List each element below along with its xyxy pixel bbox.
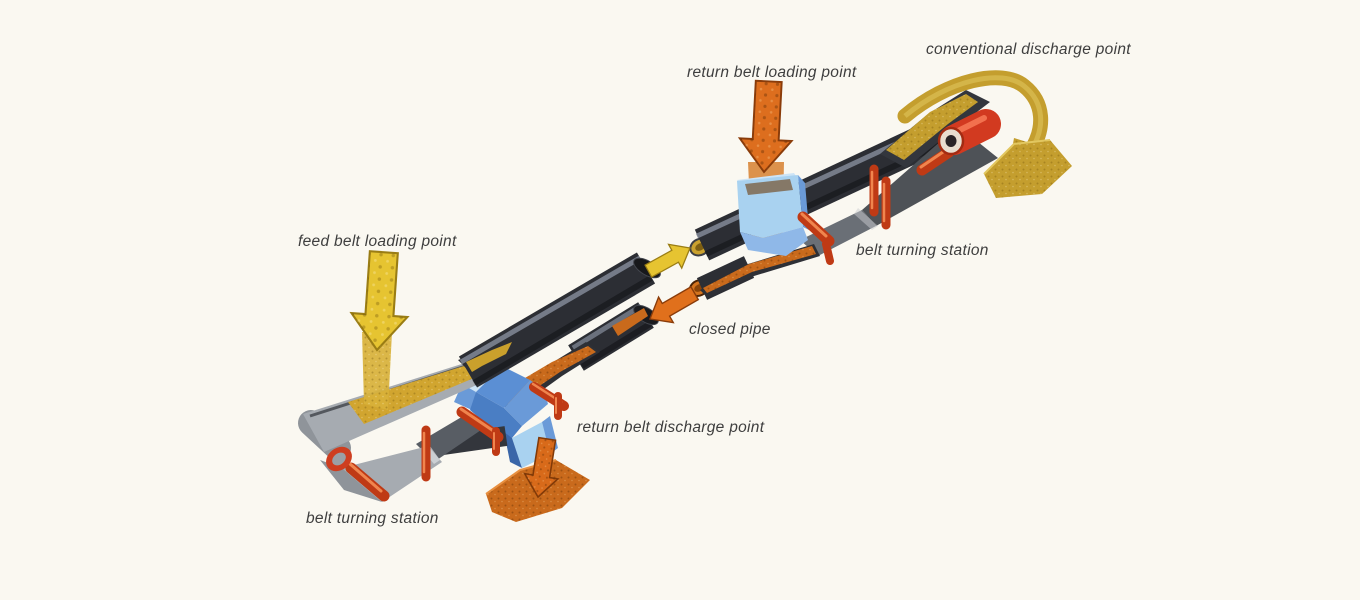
gold-band-texture (886, 94, 978, 160)
idler-roller (554, 392, 562, 420)
discharge-stream-arc-highlight (903, 75, 1044, 154)
idler-roller (345, 462, 390, 502)
idler-roller (822, 240, 834, 265)
idler-roller (492, 427, 500, 456)
belt-turning-station-left (320, 382, 569, 502)
feed-material-stream-texture (362, 332, 392, 410)
chute-opening-shadow (745, 179, 793, 195)
roller-body (916, 146, 955, 176)
label-belt-turning-station-left: belt turning station (306, 510, 439, 527)
return-loading-arrow-texture (738, 80, 795, 174)
return-loading-chute (737, 162, 809, 256)
idler-roller (797, 211, 835, 247)
tail-pulley-end-center (332, 452, 346, 466)
label-conventional-discharge-point: conventional discharge point (926, 41, 1131, 58)
return-material-cutaway (612, 308, 648, 336)
head-pulley-end-center (945, 135, 957, 147)
feed-pipe-left-highlight (459, 255, 642, 365)
feed-belt (303, 346, 506, 452)
feed-pipe-left (458, 252, 661, 388)
roller-highlight (459, 407, 497, 434)
feed-loading-arrow-texture (349, 250, 412, 352)
chute-body-left-face (470, 392, 522, 438)
label-return-belt-discharge-point: return belt discharge point (577, 419, 765, 436)
label-feed-belt-loading-point: feed belt loading point (298, 233, 457, 250)
belt-twist-dark (416, 412, 484, 462)
return-pipe-left-highlight (571, 303, 643, 351)
conventional-discharge-head (880, 70, 1072, 198)
label-return-belt-loading-point: return belt loading point (687, 64, 857, 81)
feed-material-texture (348, 366, 474, 424)
label-belt-turning-station-right: belt turning station (856, 242, 989, 259)
roller-body (345, 462, 390, 502)
chute-lower-face (740, 227, 808, 256)
label-closed-pipe: closed pipe (689, 321, 771, 338)
roller-highlight (348, 462, 383, 493)
roller-body (822, 240, 834, 265)
idler-roller (881, 176, 891, 230)
return-loading-trough (696, 244, 820, 300)
idler-roller (869, 164, 879, 217)
return-pipe-left-shadow (580, 321, 652, 369)
right-station-rollers (797, 146, 955, 265)
roller-highlight (919, 148, 948, 169)
return-loading-arrow (737, 79, 796, 175)
conventional-discharge-pile-texture (984, 140, 1072, 198)
return-trough-material-texture (703, 246, 816, 293)
chute-leg-left-edge (504, 432, 522, 468)
roller-highlight (800, 212, 828, 238)
feed-material-cutaway (466, 342, 512, 372)
return-belt-lower (800, 210, 876, 256)
idler-roller (916, 146, 955, 176)
feed-loading (348, 249, 413, 410)
idler-roller (421, 425, 431, 482)
pile-gold-highlight (983, 139, 1051, 175)
belt-twist-highlight (854, 208, 878, 230)
roller-body (797, 211, 835, 247)
chute-body-face (476, 366, 530, 408)
feed-pipe-left-shadow (472, 275, 653, 386)
